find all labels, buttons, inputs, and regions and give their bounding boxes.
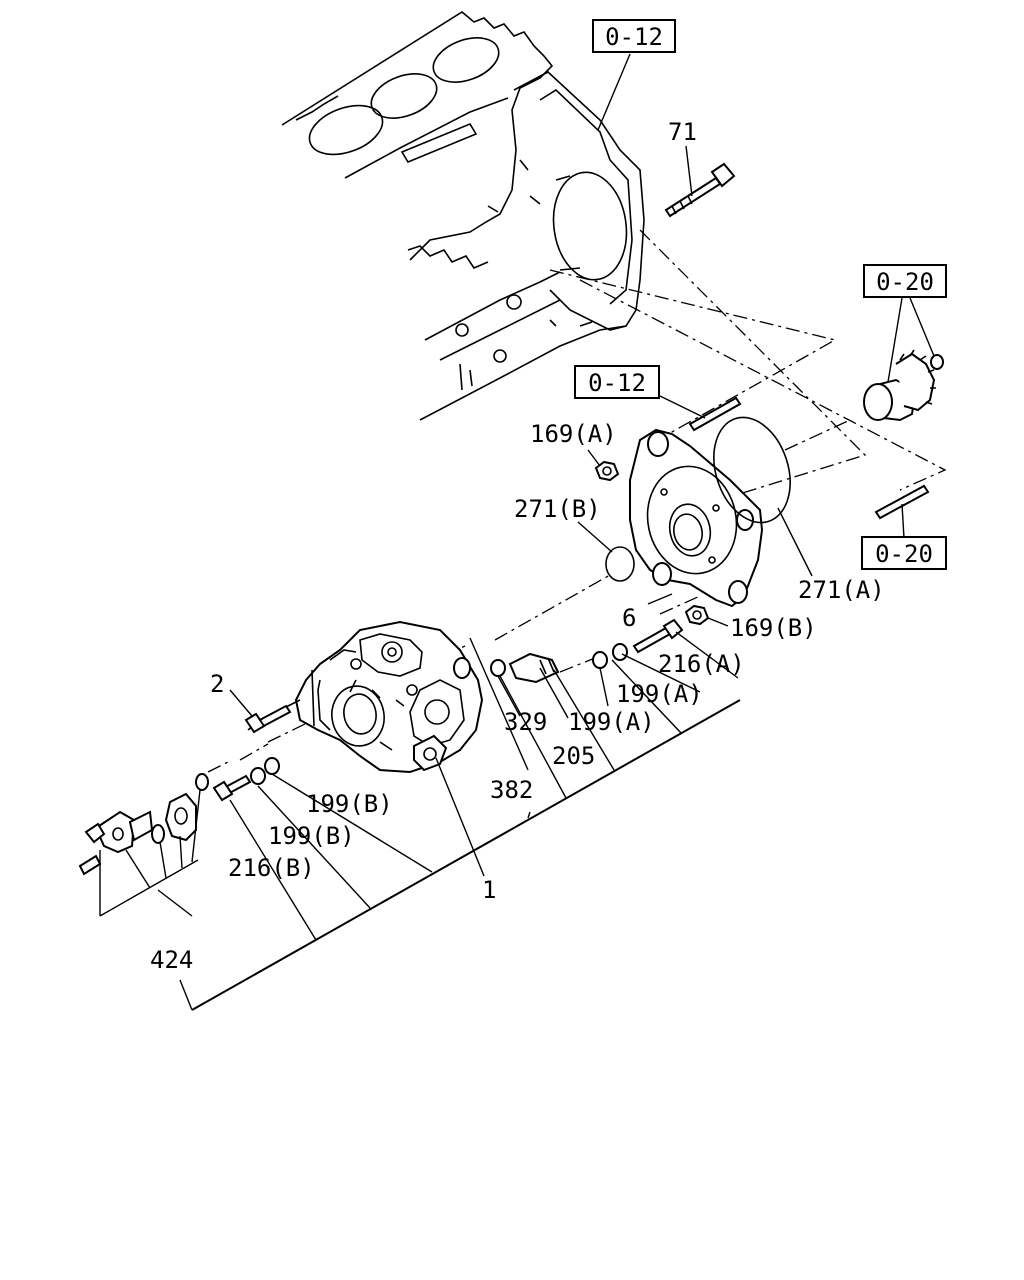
stud-bolts (688, 396, 930, 520)
fuel-pump-1 (247, 620, 484, 774)
washer-199a-2 (612, 643, 628, 661)
valve-assembly-424 (78, 773, 209, 876)
o-ring-271a (713, 416, 791, 524)
label-271b: 271(B) (514, 495, 601, 523)
o-ring-271b (605, 546, 635, 582)
ref-right-top-text: 0-20 (876, 268, 934, 296)
ref-box-right-lower: 0-20 (861, 536, 947, 570)
ref-top-text: 0-12 (605, 23, 663, 51)
washer-199b-1 (250, 767, 266, 785)
ref-box-middle: 0-12 (574, 365, 660, 399)
label-169b: 169(B) (730, 614, 817, 642)
nut-169a (594, 460, 620, 482)
ref-box-top: 0-12 (592, 19, 676, 53)
drive-gear (863, 349, 944, 422)
label-329: 329 (504, 708, 547, 736)
ref-middle-text: 0-12 (588, 369, 646, 397)
label-205: 205 (552, 742, 595, 770)
label-216b: 216(B) (228, 854, 315, 882)
pump-housing-6 (629, 428, 764, 608)
leader-lines (99, 53, 935, 1011)
label-2: 2 (210, 670, 224, 698)
label-71: 71 (668, 118, 697, 146)
bolt-216b (212, 774, 252, 802)
bolt-2 (244, 704, 292, 734)
nut-169b (684, 604, 710, 626)
label-382: 382 (490, 776, 533, 804)
sensor-205 (508, 652, 560, 684)
ring-329 (490, 659, 506, 677)
label-424: 424 (150, 946, 193, 974)
label-216a: 216(A) (658, 650, 745, 678)
washer-199b-2 (264, 757, 280, 775)
label-199b-lower: 199(B) (268, 822, 355, 850)
label-6: 6 (622, 604, 636, 632)
label-271a: 271(A) (798, 576, 885, 604)
label-199a-upper: 199(A) (616, 680, 703, 708)
bolt-71 (664, 162, 736, 218)
label-199a-lower: 199(A) (568, 708, 655, 736)
label-1: 1 (482, 876, 496, 904)
ref-right-lower-text: 0-20 (875, 540, 933, 568)
washer-199a-1 (592, 651, 608, 669)
engine-block (281, 11, 645, 421)
label-169a: 169(A) (530, 420, 617, 448)
ref-box-right-top: 0-20 (863, 264, 947, 298)
label-199b-upper: 199(B) (306, 790, 393, 818)
bolt-216a (632, 618, 684, 654)
